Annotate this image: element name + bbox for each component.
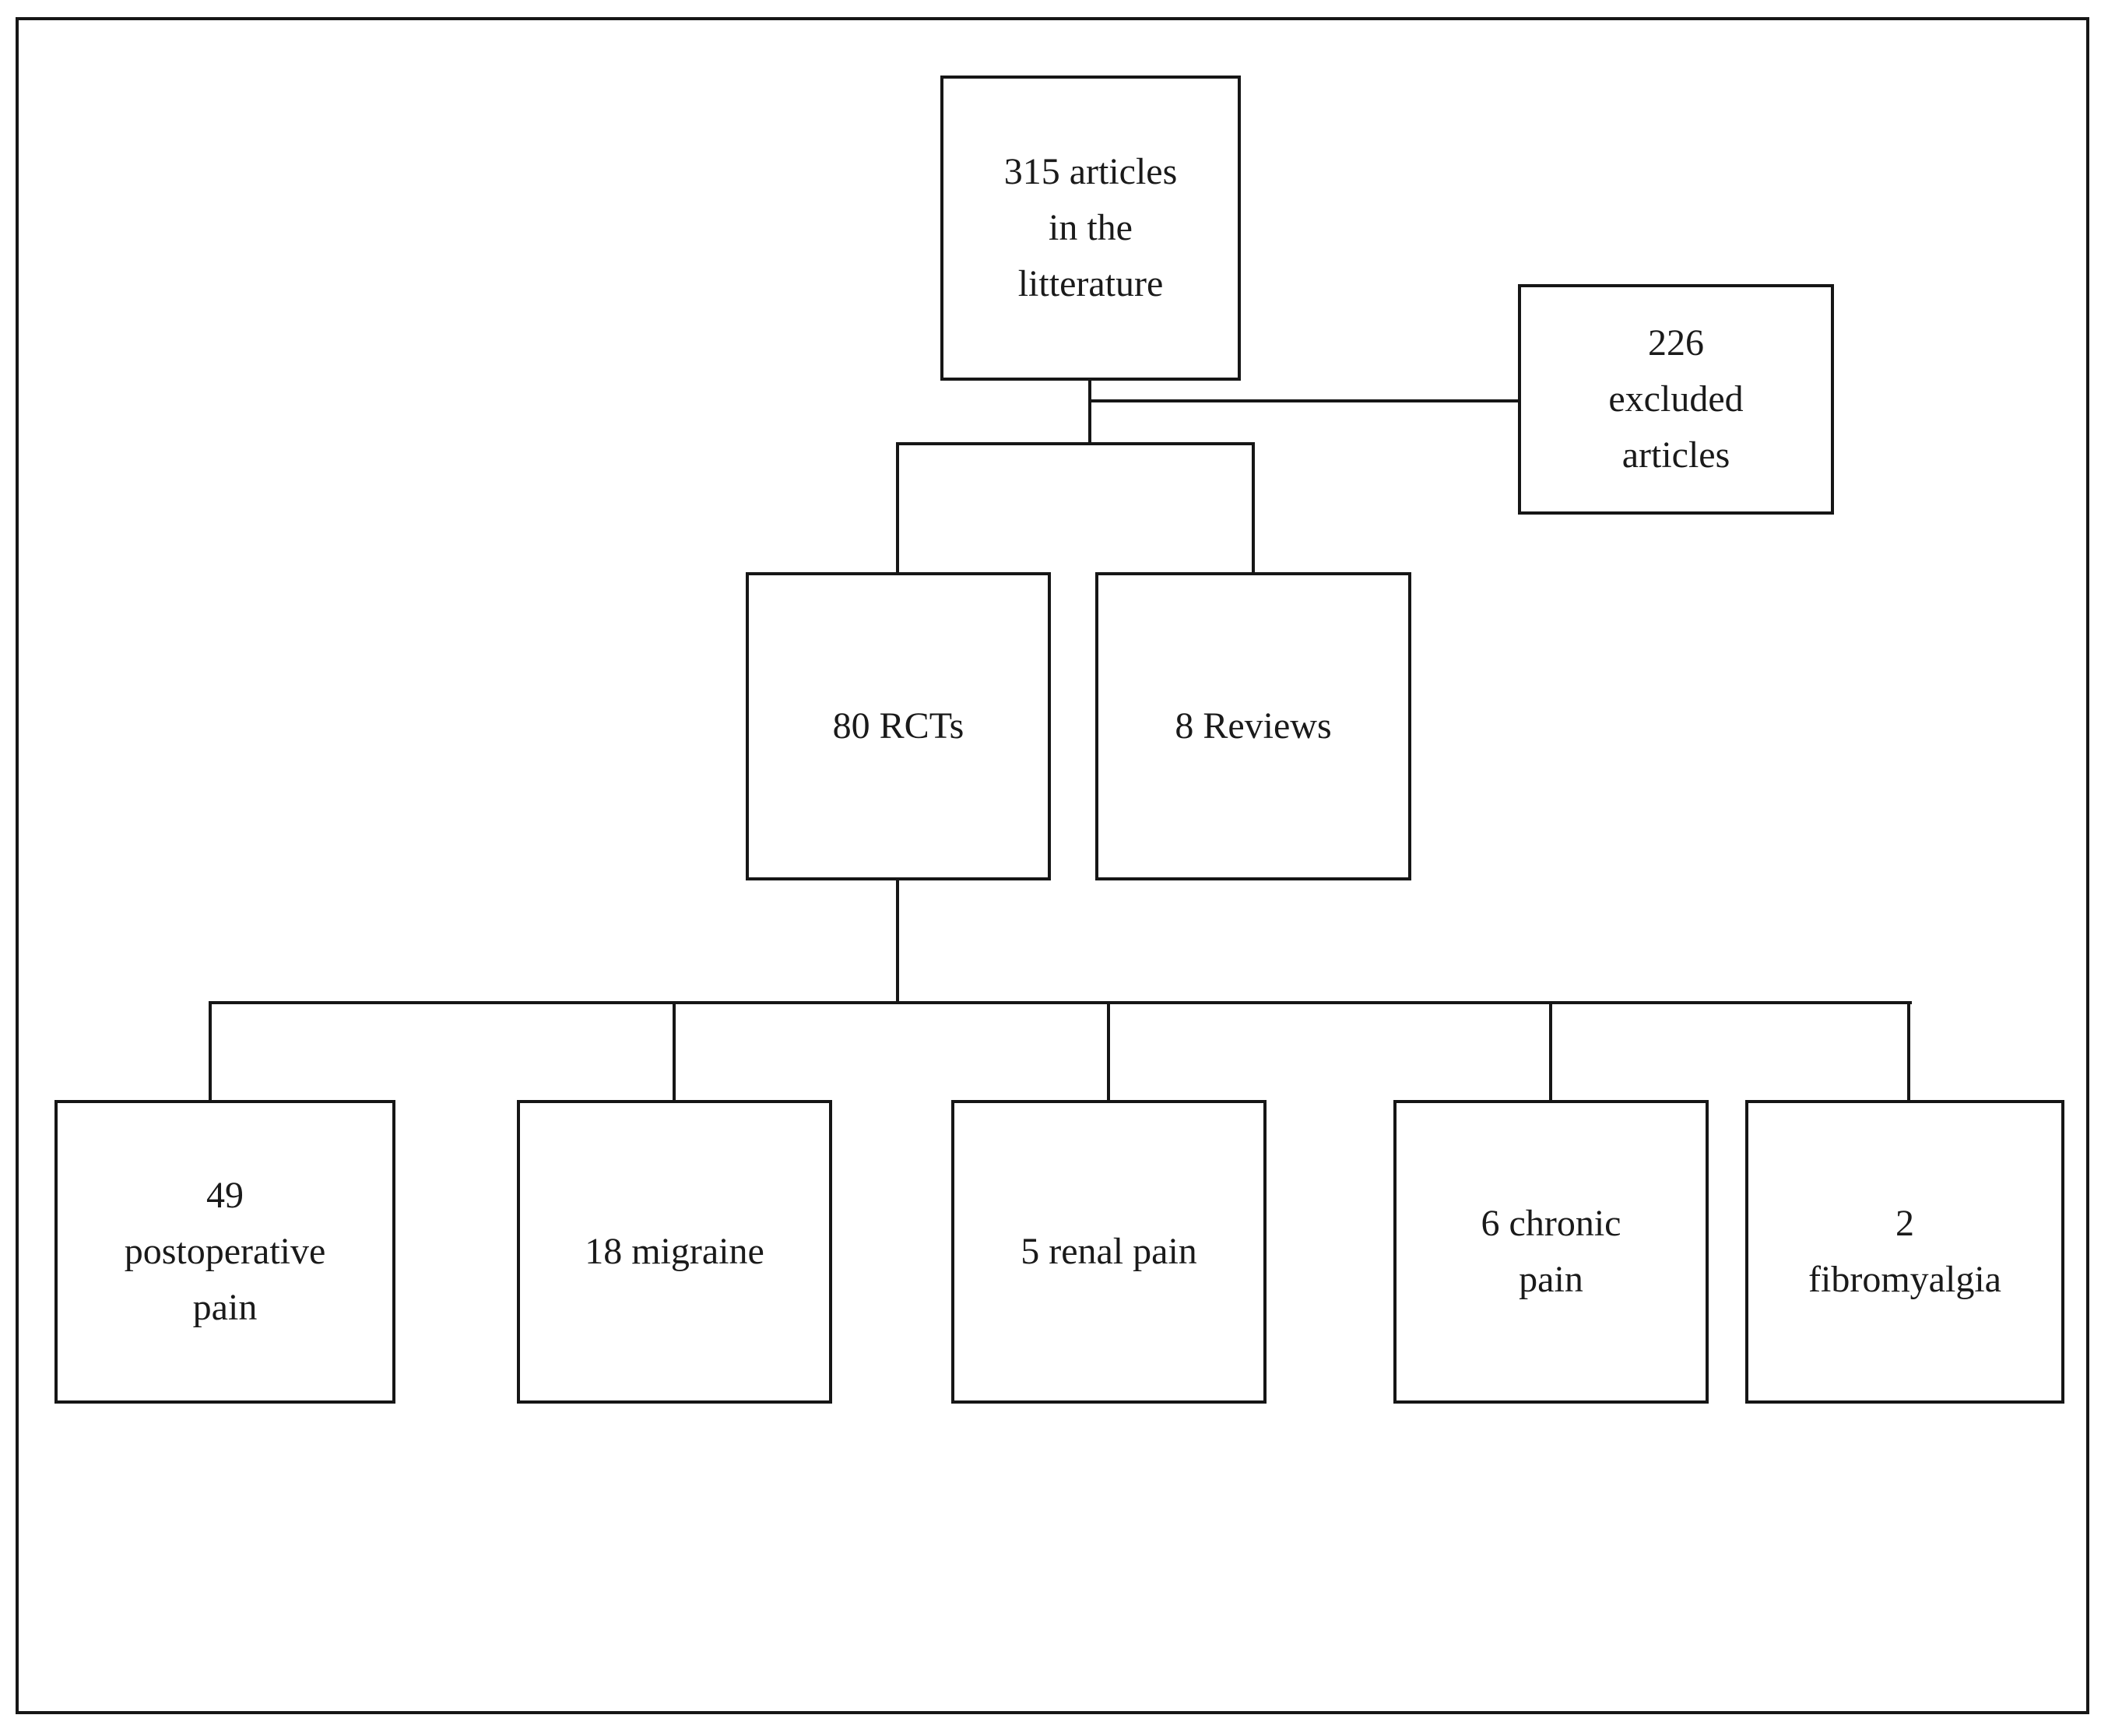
node-80-rcts: 80 RCTs [746, 572, 1051, 880]
connector-articles-down-stub [1088, 378, 1091, 445]
node-18-migraine-line-1: 18 migraine [585, 1231, 764, 1272]
node-315-articles: 315 articles in the litterature [940, 76, 1241, 381]
node-226-excluded-line-2: excluded [1608, 378, 1744, 420]
connector-bracket-to-postoperative [209, 1001, 212, 1103]
node-226-excluded-line-3: articles [1621, 434, 1730, 476]
node-49-postop-line-3: pain [192, 1287, 258, 1328]
node-6-chronic-line-1: 6 chronic [1481, 1203, 1621, 1244]
node-5-renal-line-1: 5 renal pain [1021, 1231, 1197, 1272]
node-80-rcts-line-1: 80 RCTs [832, 705, 964, 747]
connector-bracket-to-rcts [896, 442, 899, 575]
connector-rcts-down-stub [896, 877, 899, 1004]
node-8-reviews: 8 Reviews [1095, 572, 1411, 880]
node-2-fibro-line-2: fibromyalgia [1808, 1259, 2001, 1300]
node-6-chronic-line-2: pain [1519, 1259, 1583, 1300]
node-315-articles-line-2: in the [1049, 207, 1133, 248]
connector-bracket-to-chronic [1549, 1001, 1552, 1103]
connector-rcts-children-bracket [209, 1001, 1912, 1004]
connector-bracket-to-renal [1107, 1001, 1110, 1103]
node-2-fibro-line-1: 2 [1895, 1203, 1914, 1244]
connector-bracket-to-fibromyalgia [1907, 1001, 1910, 1103]
node-315-articles-line-3: litterature [1017, 263, 1164, 304]
connector-bracket-to-reviews [1252, 442, 1255, 575]
node-18-migraine: 18 migraine [517, 1100, 832, 1404]
node-8-reviews-line-1: 8 Reviews [1175, 705, 1332, 747]
node-49-postop-line-1: 49 [206, 1175, 244, 1216]
node-315-articles-line-1: 315 articles [1003, 151, 1178, 192]
node-226-excluded-articles: 226 excluded articles [1518, 284, 1834, 515]
connector-bracket-to-migraine [673, 1001, 676, 1103]
connector-articles-to-excluded [1090, 399, 1518, 402]
node-49-postoperative-pain: 49 postoperative pain [54, 1100, 395, 1404]
node-6-chronic-pain: 6 chronic pain [1393, 1100, 1709, 1404]
connector-articles-children-bracket [896, 442, 1255, 445]
node-49-postop-line-2: postoperative [124, 1231, 326, 1272]
node-226-excluded-line-1: 226 [1648, 322, 1704, 364]
node-5-renal-pain: 5 renal pain [951, 1100, 1267, 1404]
node-2-fibromyalgia: 2 fibromyalgia [1745, 1100, 2064, 1404]
